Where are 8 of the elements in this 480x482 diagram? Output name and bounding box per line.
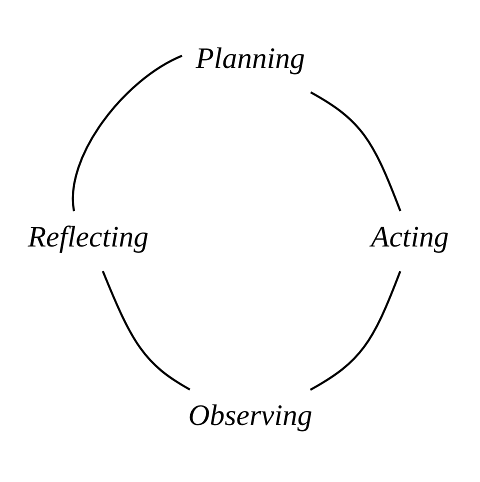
node-text: Acting <box>371 220 449 254</box>
connector <box>310 91 402 212</box>
connector <box>102 270 190 390</box>
connector <box>72 54 182 212</box>
node-text: Reflecting <box>28 220 149 254</box>
node-text: Planning <box>196 42 305 76</box>
node-text: Observing <box>188 399 312 432</box>
connector <box>310 270 402 391</box>
